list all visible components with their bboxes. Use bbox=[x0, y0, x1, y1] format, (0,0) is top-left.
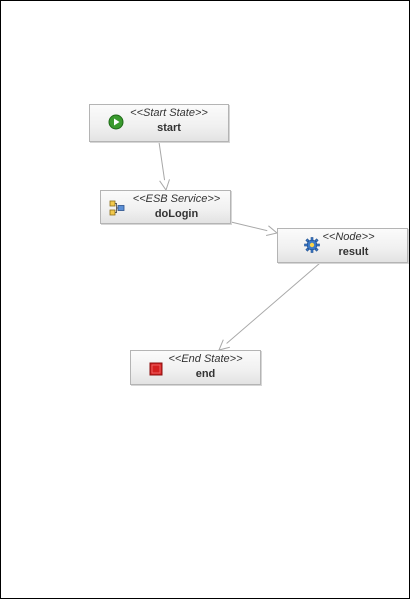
node-name: start bbox=[157, 122, 181, 134]
play-icon bbox=[108, 114, 124, 130]
stereotype-label: <<ESB Service>> bbox=[132, 193, 221, 205]
gear-icon bbox=[304, 237, 320, 253]
stereotype-label: <<End State>> bbox=[168, 353, 243, 365]
esb-service-icon bbox=[109, 200, 125, 216]
node-name: end bbox=[195, 368, 216, 380]
start-state-node[interactable]: <<Start State>> start bbox=[89, 104, 229, 142]
stereotype-label: <<Node>> bbox=[322, 231, 375, 243]
node-name: result bbox=[338, 246, 369, 258]
node-node[interactable]: <<Node>> result bbox=[277, 228, 408, 263]
end-state-node[interactable]: <<End State>> end bbox=[130, 350, 261, 385]
esb-service-node[interactable]: <<ESB Service>> doLogin bbox=[100, 190, 231, 224]
stop-icon bbox=[149, 362, 165, 378]
node-name: doLogin bbox=[154, 208, 199, 220]
stereotype-label: <<Start State>> bbox=[130, 107, 208, 119]
